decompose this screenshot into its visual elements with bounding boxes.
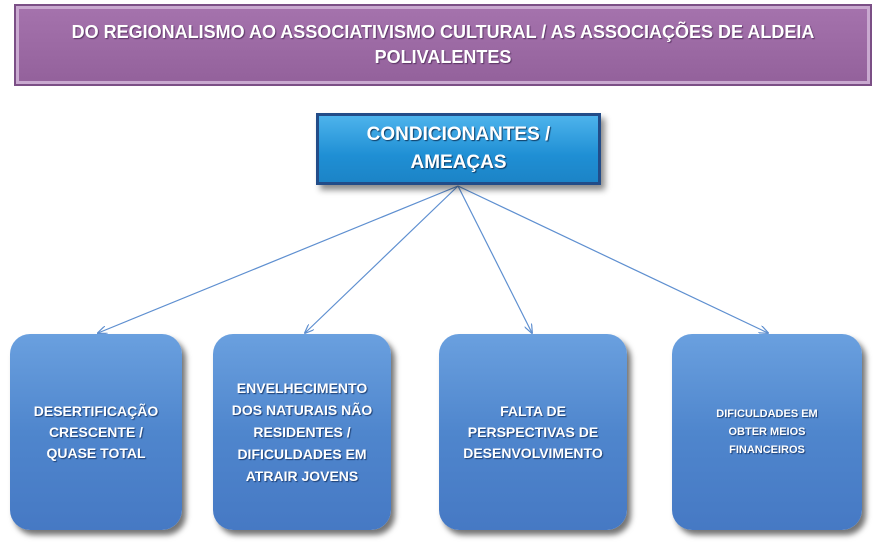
connector-line-3	[457, 185, 532, 333]
leaf-node-dificuldades-financeiras: DIFICULDADES EM OBTER MEIOS FINANCEIROS	[672, 334, 862, 530]
leaf-node-envelhecimento: ENVELHECIMENTO DOS NATURAIS NÃO RESIDENT…	[213, 334, 391, 530]
leaf-node-label: DIFICULDADES EM OBTER MEIOS FINANCEIROS	[716, 408, 818, 456]
connector-line-1	[98, 185, 459, 333]
leaf-node-label: FALTA DE PERSPECTIVAS DE DESENVOLVIMENTO	[463, 402, 603, 461]
leaf-node-desertificacao: DESERTIFICAÇÃO CRESCENTE / QUASE TOTAL	[10, 334, 182, 530]
connector-line-4	[457, 185, 768, 333]
root-node: CONDICIONANTES / AMEAÇAS	[316, 113, 601, 185]
leaf-node-label: DESERTIFICAÇÃO CRESCENTE / QUASE TOTAL	[33, 402, 159, 461]
diagram-title: DO REGIONALISMO AO ASSOCIATIVISMO CULTUR…	[71, 22, 815, 67]
title-banner: DO REGIONALISMO AO ASSOCIATIVISMO CULTUR…	[14, 4, 872, 86]
root-node-label: CONDICIONANTES / AMEAÇAS	[366, 124, 551, 173]
connector-line-2	[305, 185, 459, 333]
leaf-node-label: ENVELHECIMENTO DOS NATURAIS NÃO RESIDENT…	[231, 380, 373, 484]
leaf-node-falta-perspectivas: FALTA DE PERSPECTIVAS DE DESENVOLVIMENTO	[439, 334, 627, 530]
